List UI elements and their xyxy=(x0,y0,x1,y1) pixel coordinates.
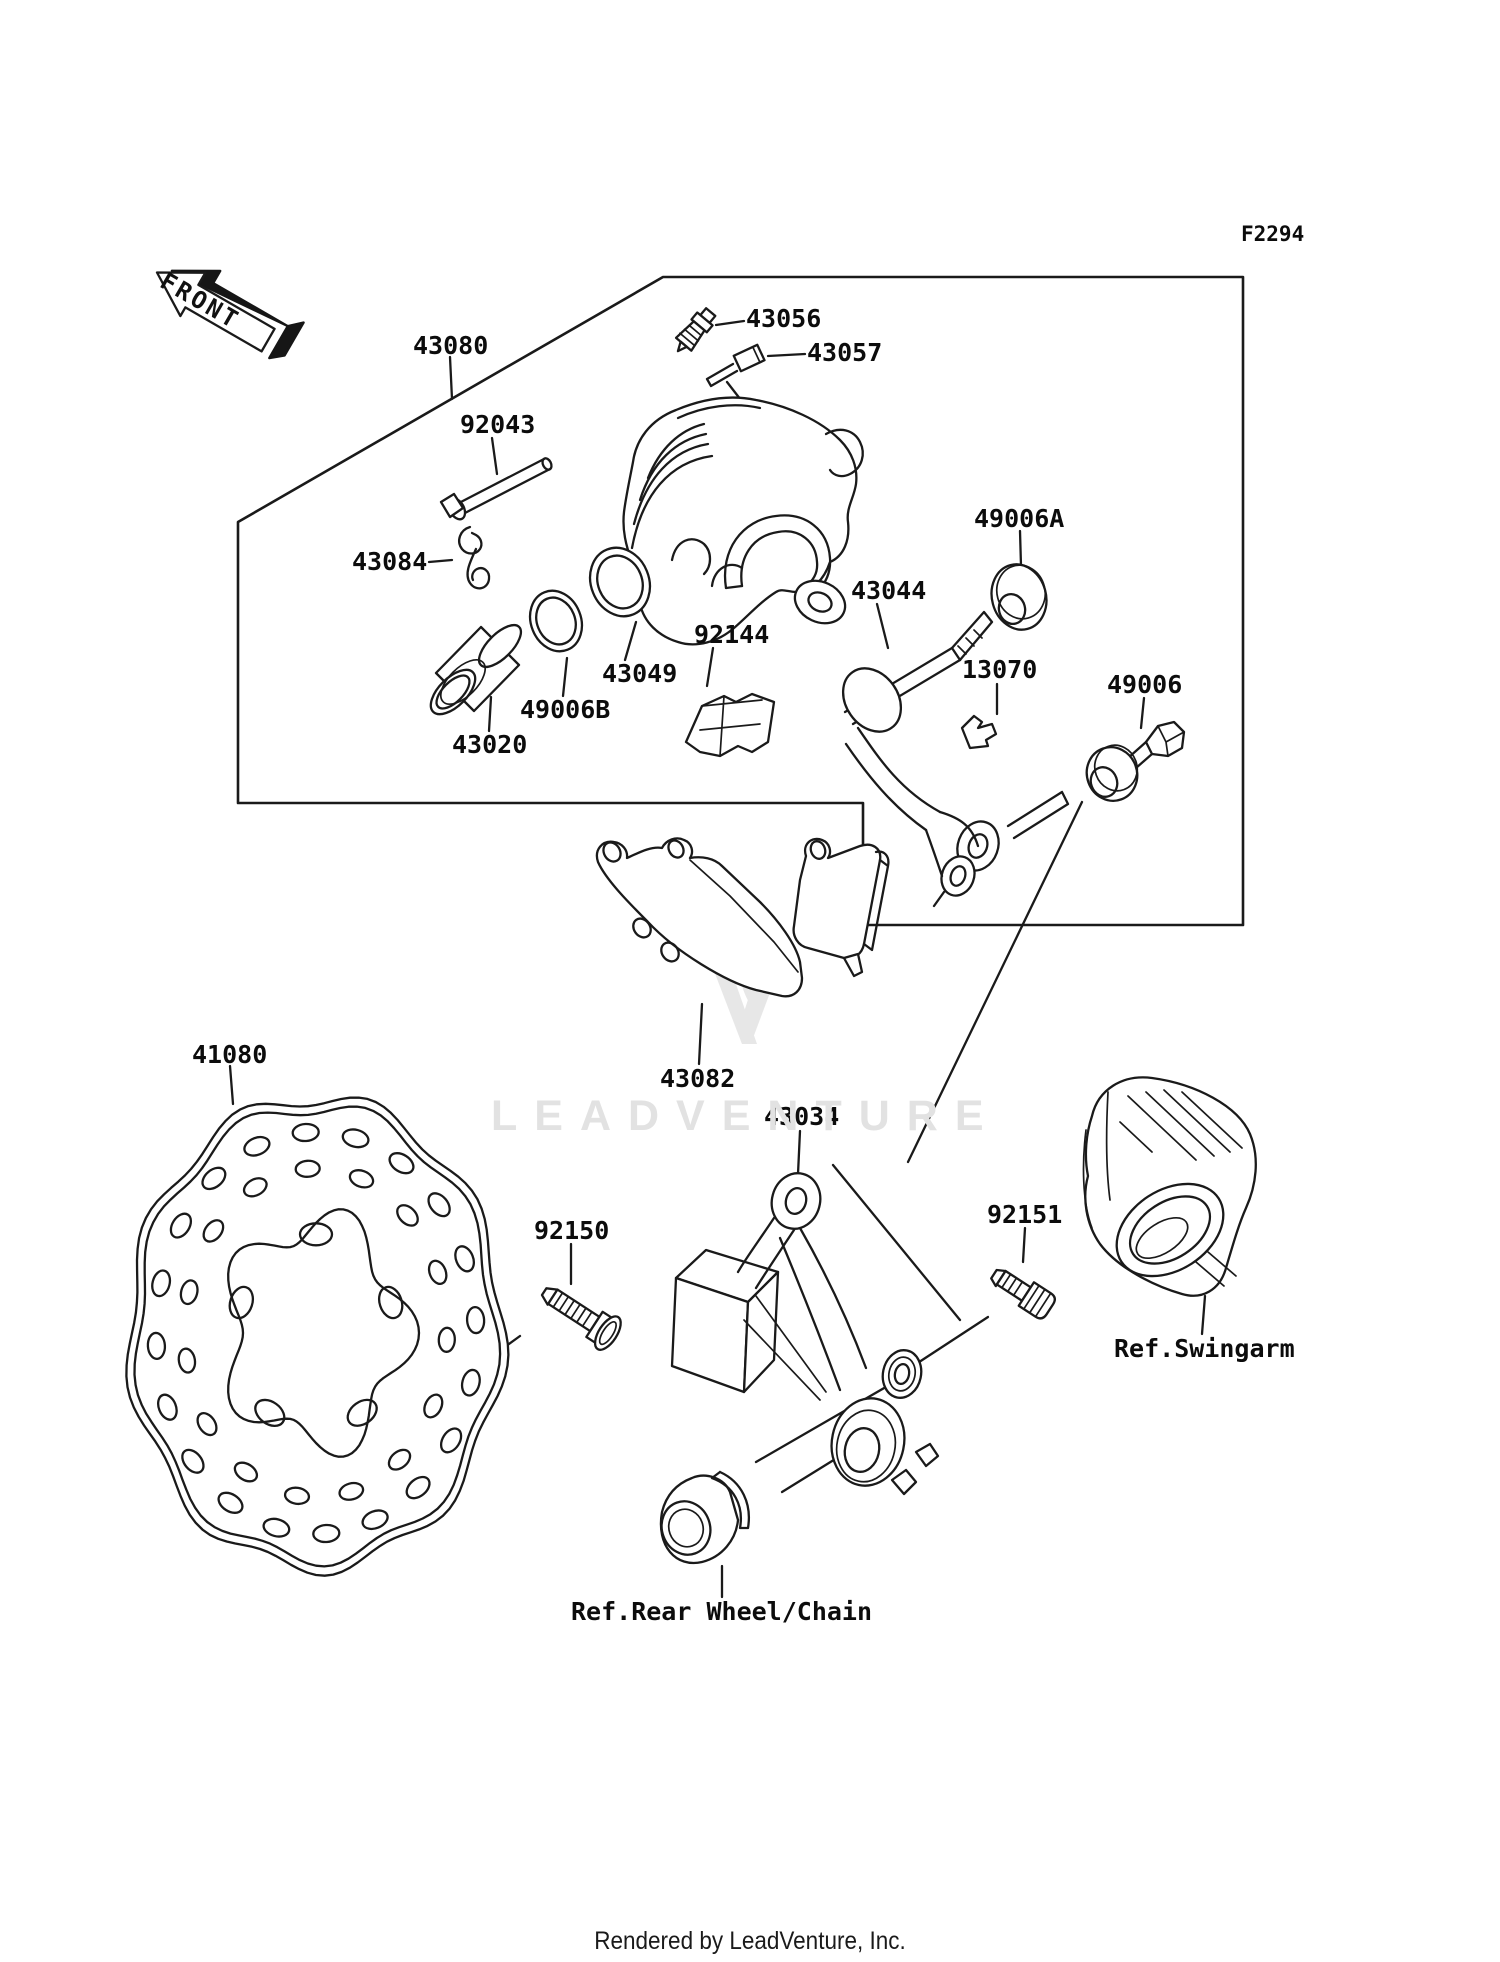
bleed-valve-drawing xyxy=(674,307,717,353)
part-label-41080: 41080 xyxy=(192,1040,268,1069)
part-label-49006a: 49006A xyxy=(974,504,1065,533)
retainer-clip-drawing xyxy=(458,525,491,590)
part-label-43044: 43044 xyxy=(851,576,927,605)
part-label-43057: 43057 xyxy=(807,338,883,367)
part-label-43020: 43020 xyxy=(452,730,528,759)
piston-seals-drawing xyxy=(528,546,652,653)
part-label-43049: 43049 xyxy=(602,659,678,688)
boot-49006-drawing xyxy=(1085,720,1186,802)
part-label-ref-rear-wheel-chain: Ref.Rear Wheel/Chain xyxy=(571,1597,873,1626)
figure-code: F2294 xyxy=(1241,222,1305,246)
caliper-bracket-drawing xyxy=(670,1172,940,1496)
caliper-piston-drawing xyxy=(429,623,523,716)
part-label-13070: 13070 xyxy=(962,655,1038,684)
footer-credit: Rendered by LeadVenture, Inc. xyxy=(594,1927,906,1955)
guide-clip-drawing xyxy=(960,714,998,750)
part-label-49006: 49006 xyxy=(1107,670,1183,699)
watermark-text: LEADVENTURE xyxy=(491,1092,1001,1140)
part-label-43056: 43056 xyxy=(746,304,822,333)
swingarm-guard-drawing xyxy=(1082,1076,1257,1297)
part-label-92144: 92144 xyxy=(694,620,770,649)
part-label-49006b: 49006B xyxy=(520,695,611,724)
pad-spring-drawing xyxy=(684,692,776,758)
boot-49006a-drawing xyxy=(990,563,1048,631)
part-label-92151: 92151 xyxy=(987,1200,1063,1229)
part-label-92150: 92150 xyxy=(534,1216,610,1245)
bracket-bolt-drawing xyxy=(990,1268,1056,1320)
brake-caliper-drawing xyxy=(622,396,864,646)
wheel-bushing-drawing xyxy=(659,1470,750,1565)
brake-disc-drawing xyxy=(125,1096,510,1577)
pad-pin-drawing xyxy=(439,457,553,521)
brake-pads-drawing xyxy=(595,837,890,998)
part-label-92043: 92043 xyxy=(460,410,536,439)
caliper-holder-drawing xyxy=(841,610,1070,908)
part-label-43082: 43082 xyxy=(660,1064,736,1093)
part-label-ref-swingarm: Ref.Swingarm xyxy=(1114,1334,1295,1363)
parts-box-outline xyxy=(236,275,1245,927)
pad-pin-plug-drawing xyxy=(705,343,766,388)
part-label-43034: 43034 xyxy=(764,1102,840,1131)
front-arrow: FRONT xyxy=(155,267,305,360)
disc-bolt-drawing xyxy=(540,1287,622,1351)
part-label-43084: 43084 xyxy=(352,547,428,576)
part-label-43080: 43080 xyxy=(413,331,489,360)
